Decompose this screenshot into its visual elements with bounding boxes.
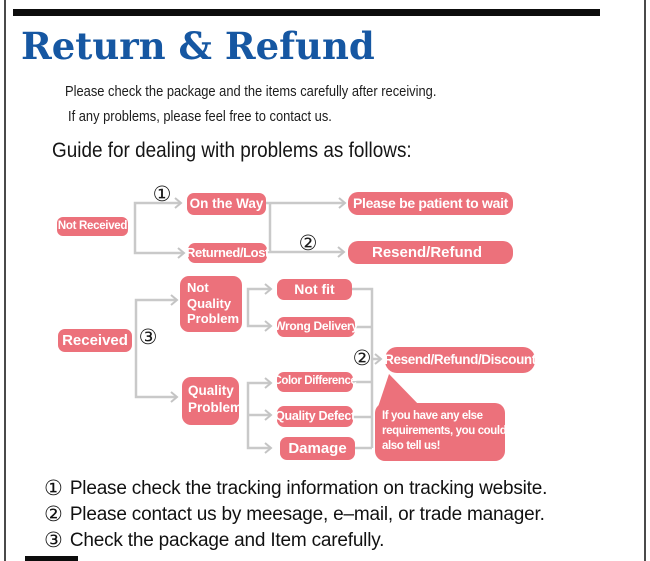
speech-bubble-tail: [378, 374, 421, 407]
marker-step-3: ③: [138, 325, 158, 349]
top-divider-bar: [13, 9, 600, 16]
node-received: Received: [58, 329, 132, 352]
node-damage: Damage: [280, 437, 355, 460]
node-color-difference: Color Difference: [273, 372, 357, 392]
guide-heading: Guide for dealing with problems as follo…: [52, 138, 412, 162]
marker-step-2-bottom: ②: [352, 346, 372, 370]
page-border-left: [4, 0, 6, 561]
node-not-received: Not Received: [57, 217, 128, 236]
node-returned-lost: Returned/Lost: [186, 243, 269, 263]
note-row-2: ② Please contact us by meesage, e–mail, …: [44, 502, 547, 526]
node-resend-refund: Resend/Refund: [348, 241, 513, 264]
node-not-quality-problem: Not Quality Problem: [180, 276, 242, 332]
page-title: Return & Refund: [21, 24, 375, 68]
note-text-3: Check the package and Item carefully.: [69, 530, 385, 551]
intro-line-1: Please check the package and the items c…: [65, 83, 437, 100]
speech-bubble: If you have any else requirements, you c…: [375, 403, 507, 461]
arrowhead-icons: [170, 197, 383, 454]
node-be-patient-to-wait: Please be patient to wait: [348, 192, 513, 215]
connector-lines: [133, 201, 380, 450]
note-number-2: ②: [44, 502, 63, 526]
page-border-right: [644, 0, 646, 561]
note-number-3: ③: [44, 528, 63, 552]
node-quality-problem: Quality Problem: [182, 377, 242, 425]
bottom-partial-bar: [25, 556, 78, 561]
intro-line-2: If any problems, please feel free to con…: [68, 108, 332, 125]
node-wrong-delivery: Wrong Delivery: [274, 317, 358, 337]
node-on-the-way: On the Way: [187, 193, 266, 215]
node-quality-defect: Quality Defect: [275, 406, 355, 427]
note-row-3: ③ Check the package and Item carefully.: [44, 528, 547, 552]
note-number-1: ①: [44, 476, 63, 500]
footnotes: ① Please check the tracking information …: [44, 478, 547, 556]
node-resend-refund-discount: Resend/Refund/Discount: [384, 347, 536, 373]
marker-step-1: ①: [152, 182, 172, 206]
note-text-2: Please contact us by meesage, e–mail, or…: [69, 504, 545, 525]
note-row-1: ① Please check the tracking information …: [44, 476, 548, 500]
node-not-fit: Not fit: [277, 279, 352, 300]
marker-step-2-top: ②: [298, 231, 318, 255]
note-text-1: Please check the tracking information on…: [69, 478, 548, 499]
